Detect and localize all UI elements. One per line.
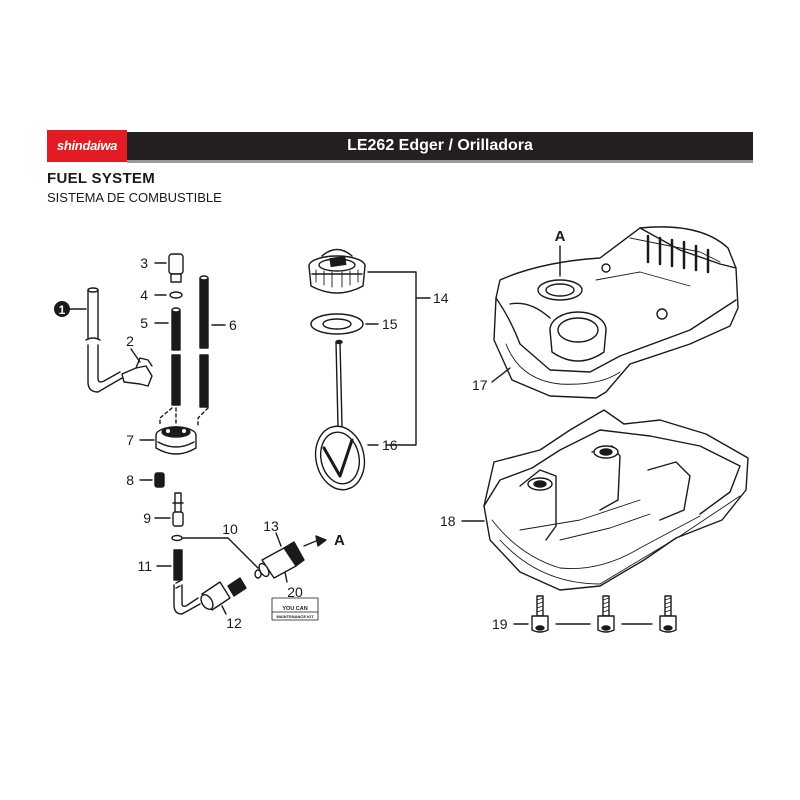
callout-2: 2: [126, 333, 134, 349]
kit-logo-text: YOU CAN: [282, 606, 307, 612]
callout-1: 1: [59, 303, 66, 317]
model-title: LE262 Edger / Orilladora: [347, 137, 533, 154]
callout-12: 12: [226, 615, 242, 631]
fitting-8: [154, 472, 165, 488]
section-subtitle: SISTEMA DE COMBUSTIBLE: [47, 190, 222, 205]
fuel-pickup-filter-16: [314, 339, 366, 491]
callout-20: 20: [287, 584, 303, 600]
screws-19: [531, 595, 677, 633]
callout-10: 10: [222, 521, 238, 537]
fuel-cap-14: [308, 248, 366, 294]
reference-a-right: A: [555, 228, 566, 245]
callout-13: 13: [263, 518, 279, 534]
callout-5: 5: [140, 315, 148, 331]
callout-4: 4: [140, 287, 148, 303]
o-ring-10: [171, 534, 183, 542]
fuel-hose-1: [85, 287, 123, 393]
callout-8: 8: [126, 472, 134, 488]
callout-9: 9: [143, 510, 151, 526]
gasket-15: [310, 313, 364, 335]
reference-a-left: A: [334, 532, 345, 549]
header-banner: shindaiwa LE262 Edger / Orilladora: [47, 130, 753, 163]
connector-12: [200, 577, 247, 615]
callout-16: 16: [382, 437, 398, 453]
primer-fitting-13: [258, 532, 305, 579]
elbow-fitting-2: [121, 348, 153, 387]
screw-1: [531, 595, 549, 633]
callout-15: 15: [382, 316, 398, 332]
callout-3: 3: [140, 255, 148, 271]
fuel-tube-5: [171, 307, 181, 406]
callout-1-marker: [54, 301, 70, 317]
section-title: FUEL SYSTEM: [47, 170, 156, 187]
fuel-tank-17: [493, 226, 739, 399]
tank-housing-18: [483, 409, 749, 591]
callout-18: 18: [440, 513, 456, 529]
fuel-tube-6: [199, 275, 209, 408]
title-bar: [127, 132, 753, 163]
callout-14: 14: [433, 290, 449, 306]
fuel-filter-cap-3: [154, 253, 184, 283]
screw-2: [597, 595, 615, 633]
fitting-stem-9: [172, 492, 184, 527]
callout-11: 11: [137, 558, 152, 574]
maintenance-kit-logo-20: [271, 597, 319, 621]
screw-3: [659, 595, 677, 633]
fuel-hose-11: [173, 549, 201, 615]
callout-17: 17: [472, 377, 488, 393]
kit-logo-subtext: MAINTENANCE KIT: [276, 614, 314, 619]
callout-19: 19: [492, 616, 508, 632]
callout-7: 7: [126, 432, 134, 448]
callout-6: 6: [229, 317, 237, 333]
grommet-7: [155, 426, 197, 455]
o-ring-4: [169, 291, 183, 299]
brand-logo: shindaiwa: [47, 130, 127, 162]
